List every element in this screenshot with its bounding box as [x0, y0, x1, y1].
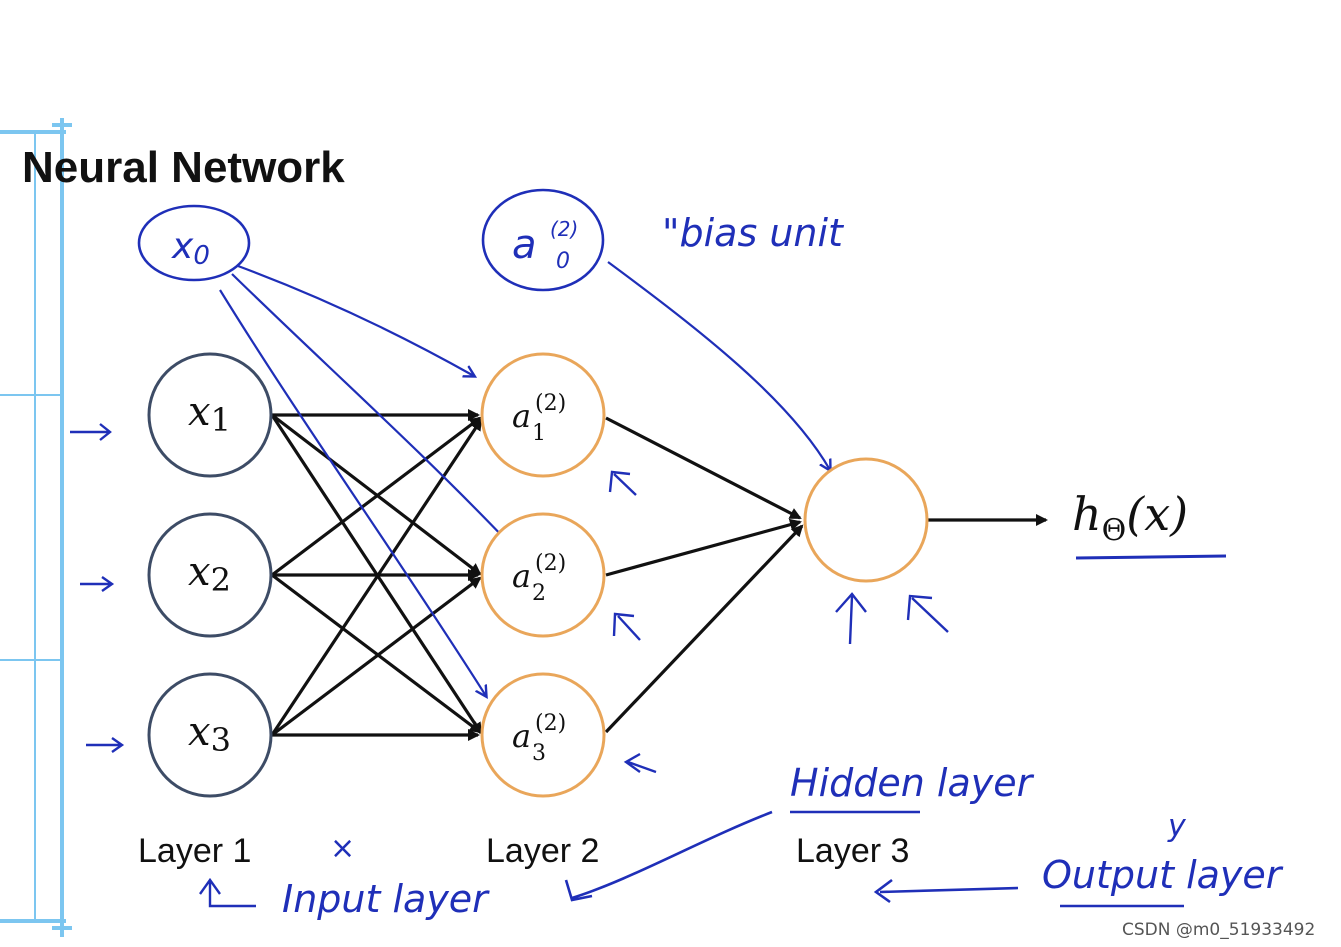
svg-text:2: 2: [532, 581, 546, 606]
svg-text:a: a: [512, 222, 537, 268]
svg-text:x2: x2: [188, 549, 231, 599]
output-layer-annotation: y Output layer: [873, 809, 1284, 908]
output-node: [803, 457, 929, 583]
left-arrow-icon: [623, 752, 657, 774]
bias-a0-out: [607, 261, 830, 470]
svg-text:a: a: [512, 397, 531, 435]
hypothesis-underline: [1075, 554, 1227, 560]
edge-a3-out: [604, 524, 804, 734]
layer-label-3: Layer 3: [796, 832, 909, 870]
svg-text:(2): (2): [550, 217, 578, 241]
times-mark: ×: [330, 831, 355, 866]
hidden-output-connections: [604, 416, 1048, 734]
svg-text:Hidden layer: Hidden layer: [790, 761, 1035, 805]
page-title: Neural Network: [22, 143, 345, 192]
bias-unit-label: "bias unit: [662, 211, 845, 255]
bias-connections: [219, 261, 830, 696]
arrow-icon: [80, 576, 115, 592]
input-node-x3: x3: [147, 672, 273, 798]
up-arrow-icon: [835, 592, 867, 645]
svg-text:1: 1: [532, 421, 546, 446]
edge-x2-a1: [271, 416, 482, 577]
up-arrow-icon: [906, 594, 949, 633]
svg-text:hΘ(x): hΘ(x): [1072, 487, 1188, 548]
bias-pointer-arrows: [608, 470, 949, 774]
up-arrow-icon: [608, 470, 637, 496]
input-hidden-connections: [270, 409, 483, 741]
curved-arrow-icon: [564, 810, 773, 902]
up-left-arrow-icon: [199, 877, 256, 908]
edge-a2-out: [605, 518, 802, 577]
edge-x2-a3: [271, 573, 482, 734]
bias-x0-a3: [219, 289, 486, 696]
bias-hidden-unit: a (2) 0: [481, 188, 605, 292]
hidden-layer-nodes: a 1 (2) a 2 (2) a 3 (2): [480, 352, 606, 798]
svg-text:a: a: [512, 717, 531, 755]
input-node-x2: x2: [147, 512, 273, 638]
hidden-node-a1: a 1 (2): [480, 352, 606, 478]
bias-x0-a2: [231, 273, 506, 540]
edge-x3-a2: [271, 576, 482, 737]
svg-text:x0: x0: [171, 226, 210, 271]
edge-a1-out: [605, 416, 802, 520]
sidebar-frame: [0, 118, 72, 937]
svg-text:a: a: [512, 557, 531, 595]
svg-text:(2): (2): [535, 391, 566, 416]
input-layer-nodes: x1 x2 x3: [147, 352, 273, 798]
hypothesis-output: hΘ(x): [1072, 487, 1227, 560]
svg-text:0: 0: [556, 249, 570, 274]
input-arrows: [70, 423, 125, 753]
layer-label-1: Layer 1: [138, 832, 251, 870]
arrow-icon: [86, 737, 125, 753]
hidden-node-a2: a 2 (2): [480, 512, 606, 638]
svg-text:x3: x3: [188, 709, 231, 759]
svg-text:Output layer: Output layer: [1042, 853, 1284, 897]
left-arrow-icon: [873, 878, 1019, 904]
svg-text:3: 3: [532, 741, 546, 766]
input-node-x1: x1: [147, 352, 273, 478]
arrow-icon: [70, 423, 112, 441]
input-layer-annotation: Input layer: [199, 877, 490, 921]
svg-text:x1: x1: [188, 389, 231, 439]
svg-text:(2): (2): [535, 711, 566, 736]
edge-x3-a1: [270, 418, 483, 736]
layer-label-2: Layer 2: [486, 832, 599, 870]
svg-text:Input layer: Input layer: [282, 877, 490, 921]
bias-input-unit: x0: [137, 204, 251, 282]
up-arrow-icon: [612, 612, 641, 641]
svg-text:(2): (2): [535, 551, 566, 576]
hidden-layer-annotation: Hidden layer: [564, 761, 1035, 902]
watermark: CSDN @m0_51933492: [1122, 920, 1315, 940]
bias-x0-a1: [237, 264, 474, 376]
hidden-node-a3: a 3 (2): [480, 672, 606, 798]
svg-text:y: y: [1167, 809, 1187, 844]
